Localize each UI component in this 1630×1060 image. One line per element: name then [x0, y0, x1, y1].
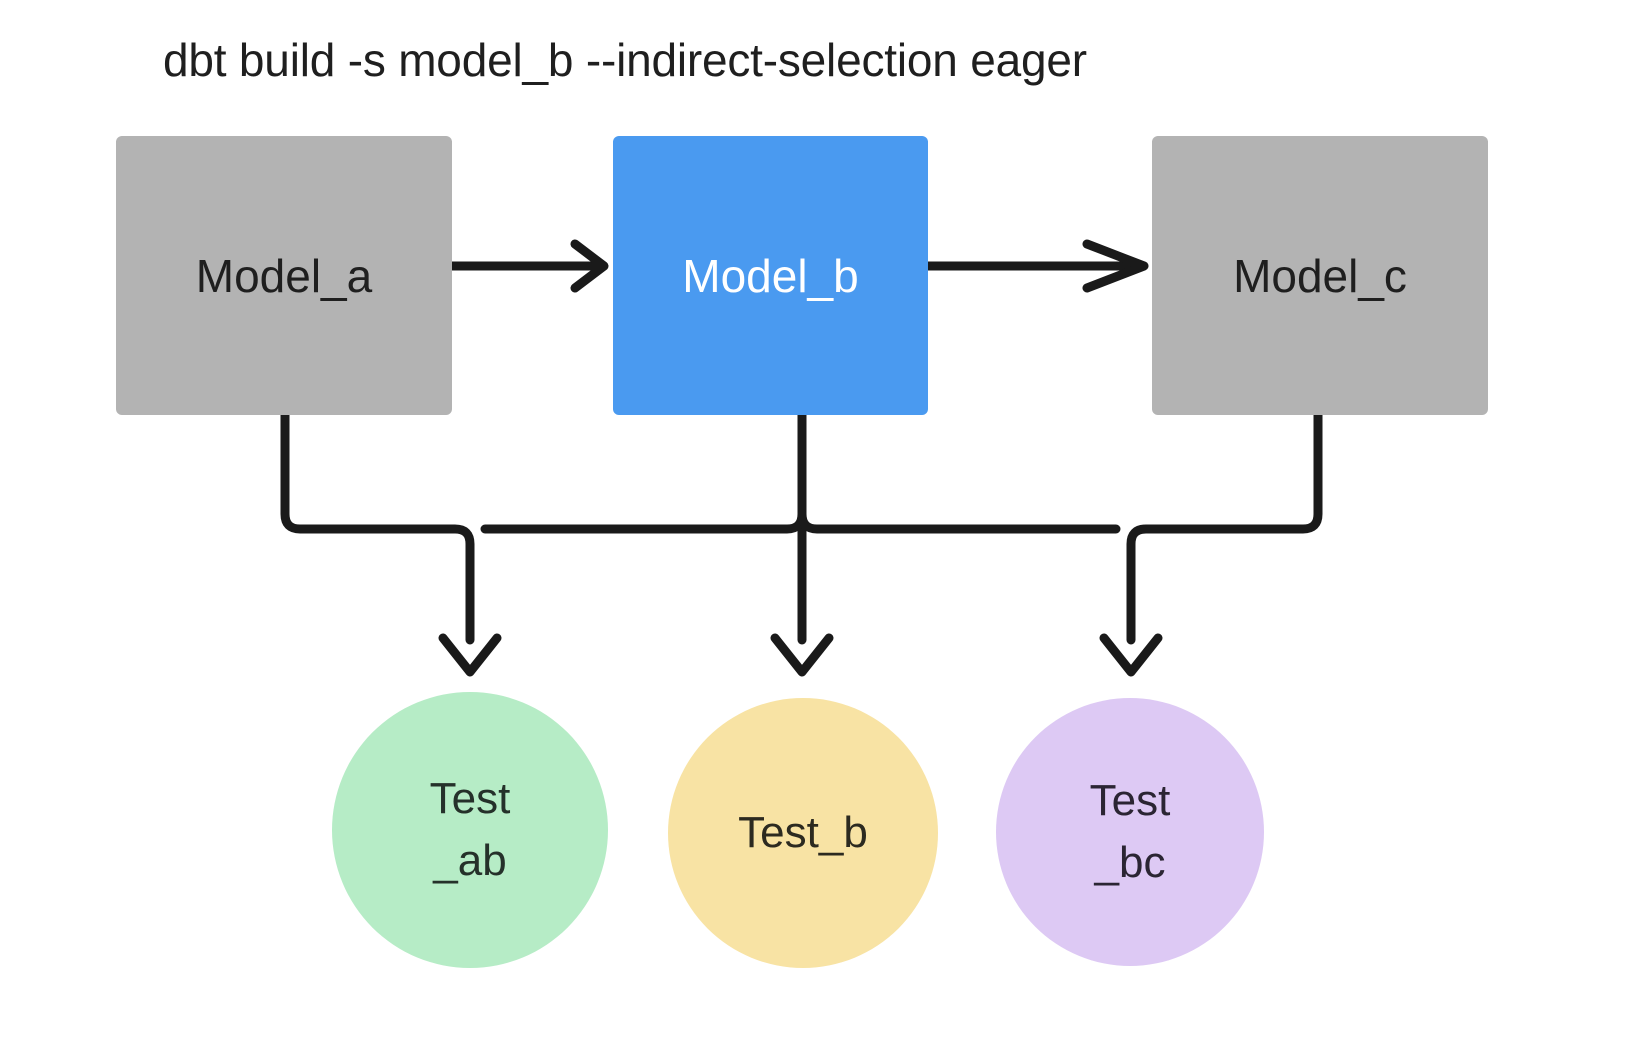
node-test-bc-label: Test _bc — [1089, 776, 1171, 887]
node-model-c[interactable]: Model_c — [1152, 136, 1488, 415]
node-model-a-label: Model_a — [195, 249, 373, 302]
edge-model-a-to-test-ab-head — [438, 633, 502, 677]
node-model-c-label: Model_c — [1233, 249, 1407, 302]
edge-model-b-to-model-c-head — [1082, 239, 1149, 293]
node-model-a[interactable]: Model_a — [116, 136, 452, 415]
edge-model-b-to-test-bc — [797, 509, 1121, 534]
node-test-b-label: Test_b — [738, 808, 868, 857]
node-test-b[interactable]: Test_b — [668, 698, 938, 968]
node-test-bc[interactable]: Test _bc — [996, 698, 1264, 966]
edge-model-b-to-test-b-head — [770, 633, 834, 677]
diagram-title: dbt build -s model_b --indirect-selectio… — [163, 34, 1087, 86]
edge-model-a-to-model-b-head — [570, 239, 609, 293]
node-test-ab-label: Test _ab — [429, 774, 511, 885]
node-model-b-label: Model_b — [682, 249, 859, 302]
edge-model-b-to-test-ab — [480, 509, 807, 534]
edge-model-c-to-test-bc — [1126, 395, 1323, 645]
node-model-b[interactable]: Model_b — [613, 136, 928, 415]
edge-model-a-to-test-ab — [280, 395, 475, 645]
edge-model-c-to-test-bc-head — [1099, 633, 1163, 677]
node-test-ab[interactable]: Test _ab — [332, 692, 608, 968]
